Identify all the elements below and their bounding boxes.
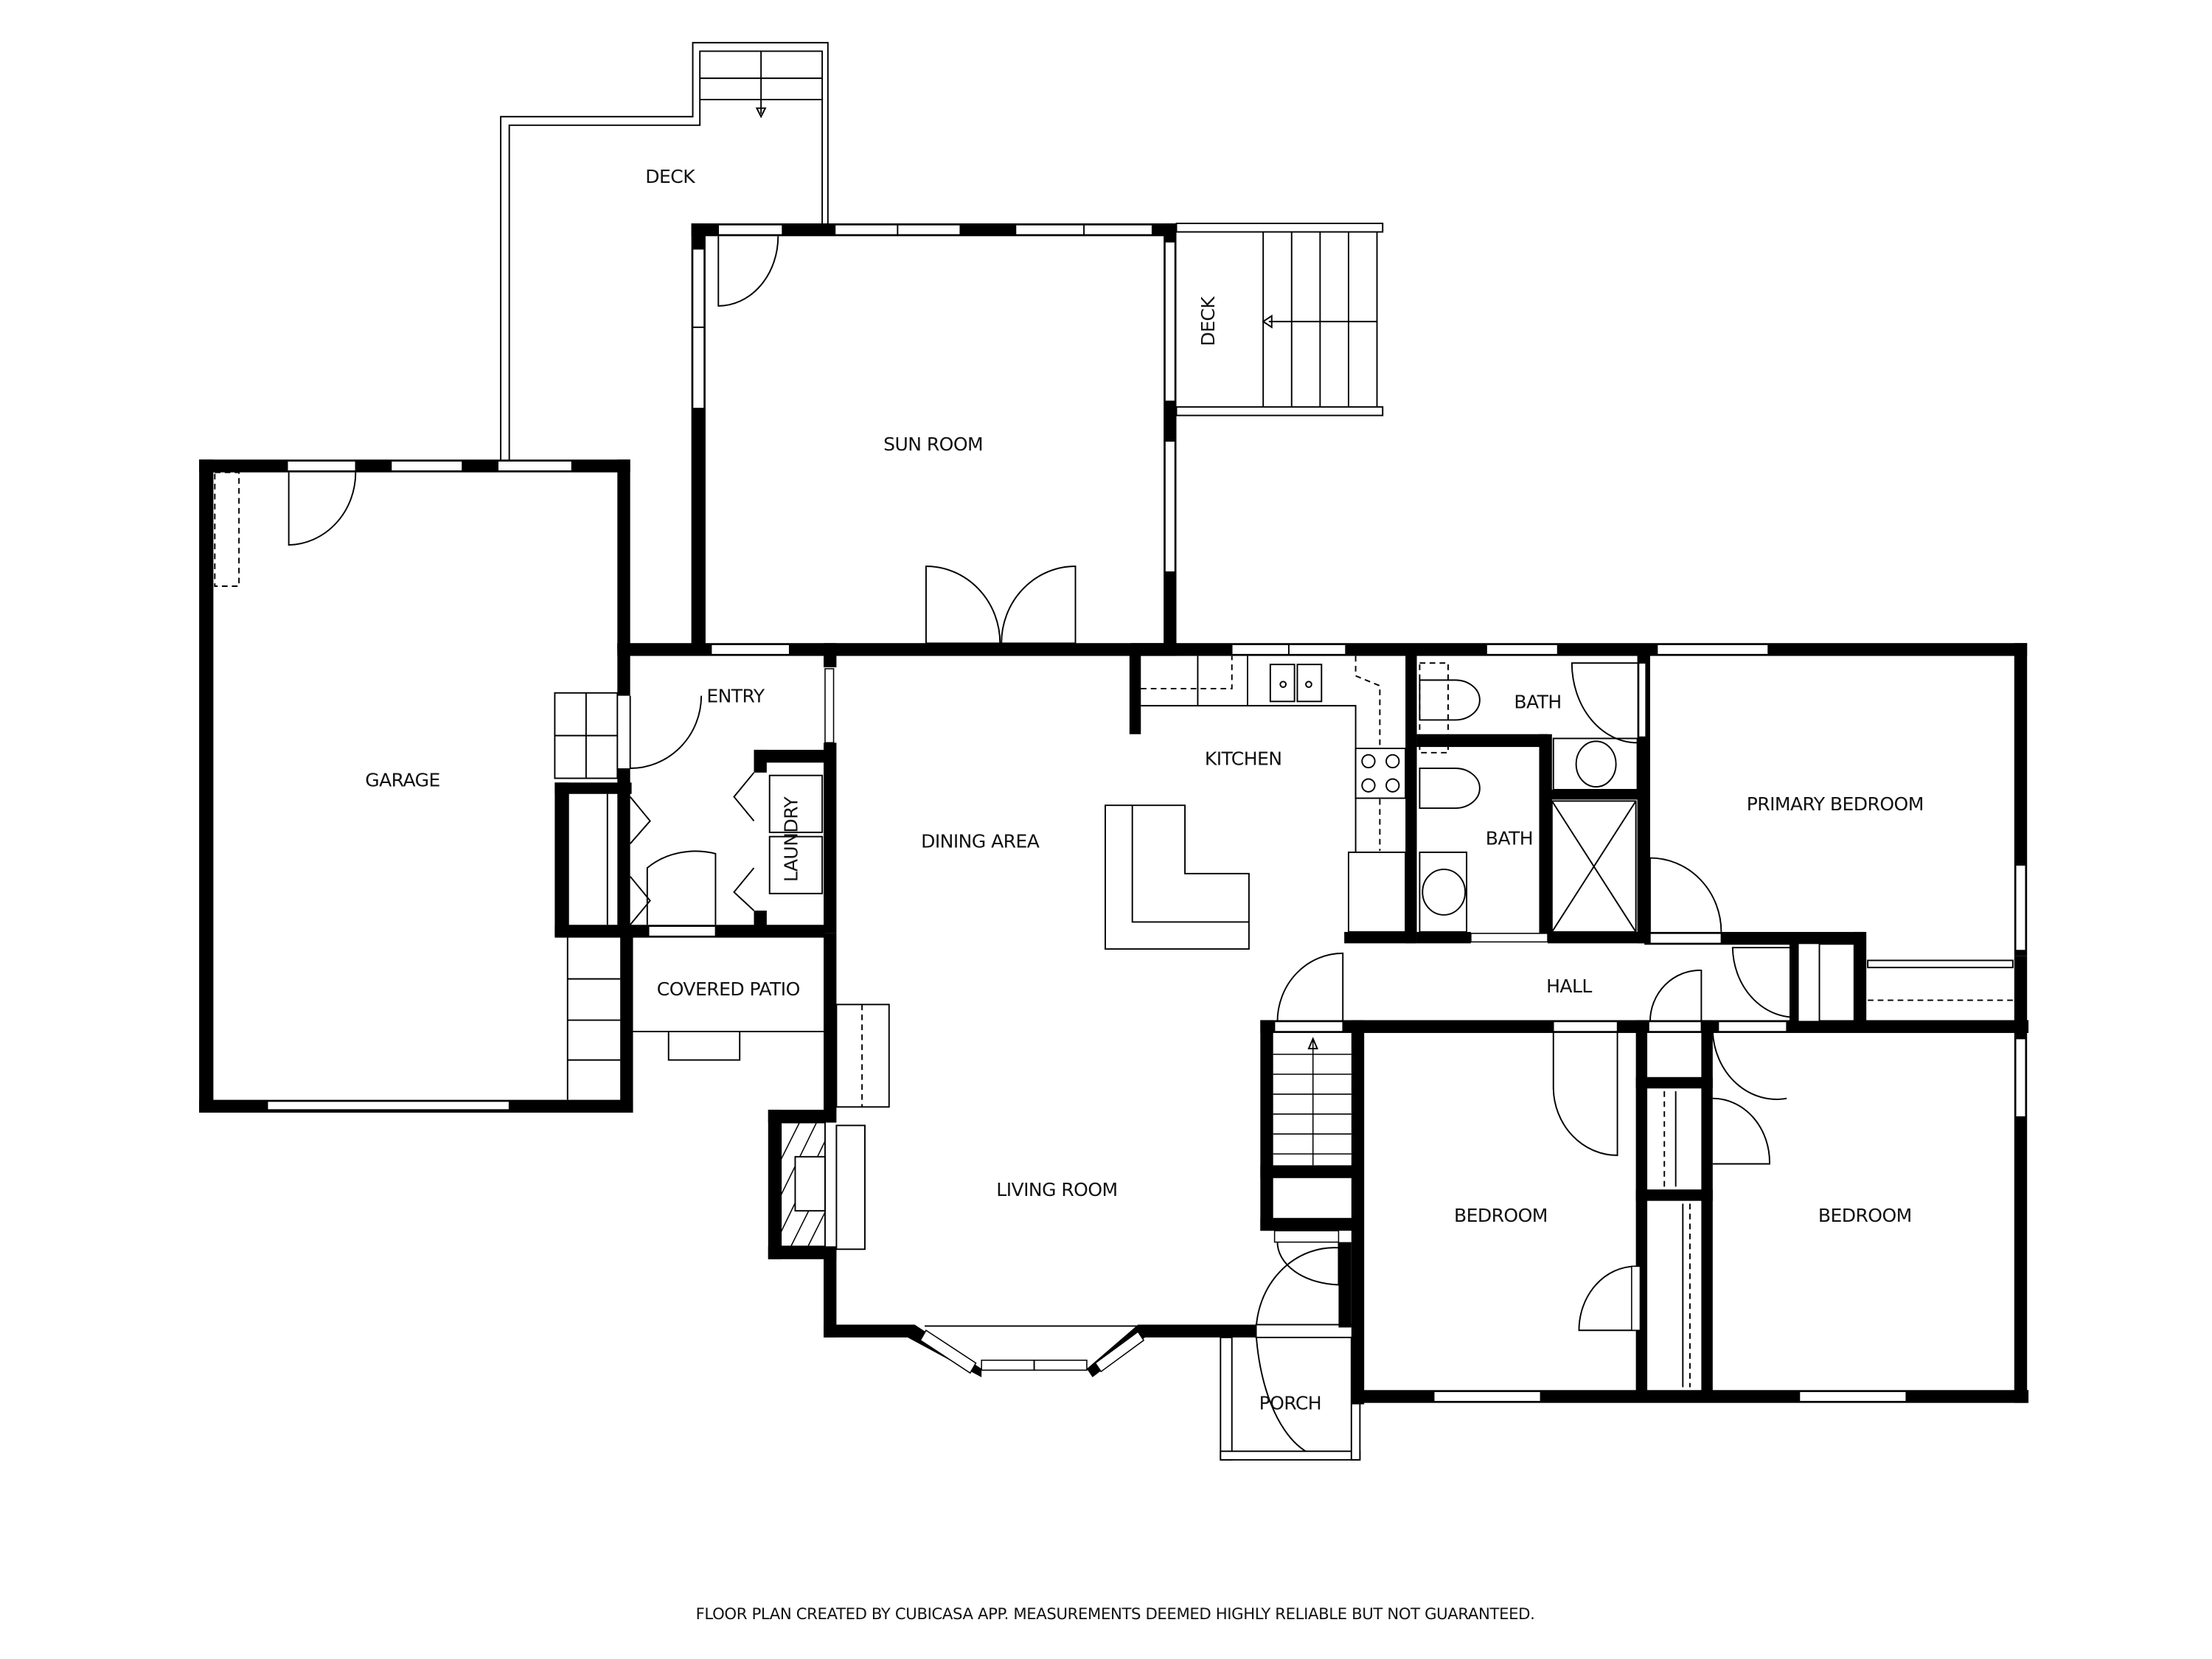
stair-arrow-icon — [1307, 1037, 1318, 1050]
room-label-bath-2: BATH — [1486, 828, 1533, 849]
garage: GARAGE — [199, 459, 825, 1113]
room-label-kitchen: KITCHEN — [1205, 748, 1282, 769]
stairs-porch: PORCH — [1220, 1020, 1361, 1461]
footer-disclaimer: FLOOR PLAN CREATED BY CUBICASA APP. MEAS… — [696, 1605, 1535, 1624]
room-label-dining-area: DINING AREA — [921, 830, 1040, 852]
bedrooms: BEDROOM BEDROOM — [1351, 1020, 2029, 1405]
door-swing — [717, 236, 779, 307]
room-label-porch: PORCH — [1259, 1393, 1322, 1414]
kitchen: KITCHEN — [1105, 643, 2028, 950]
dining-living: DINING AREA LIVING ROOM — [768, 830, 1259, 1377]
room-label-bath-1: BATH — [1514, 691, 1561, 712]
entry: LAUNDRY ENTRY — [617, 643, 1177, 937]
door-swing — [629, 695, 703, 769]
door-swing — [288, 472, 357, 546]
hall: HALL — [1260, 939, 2029, 1033]
sun-room: SUN ROOM — [691, 223, 1177, 655]
room-label-garage: GARAGE — [365, 769, 440, 790]
deck-side: DECK — [1175, 222, 1384, 417]
room-label-living-room: LIVING ROOM — [996, 1179, 1117, 1200]
room-label-hall: HALL — [1546, 975, 1592, 997]
baths: BATH BATH — [1416, 644, 1769, 944]
room-label-bedroom-2: BEDROOM — [1818, 1205, 1912, 1226]
stair-arrow-icon — [1262, 314, 1273, 329]
door-swing — [1649, 857, 1722, 932]
room-label-bedroom-1: BEDROOM — [1454, 1205, 1548, 1226]
room-label-deck-side: DECK — [1197, 296, 1219, 347]
stair-arrow-icon — [755, 107, 767, 119]
room-label-deck-top: DECK — [645, 166, 695, 187]
room-label-laundry: LAUNDRY — [781, 796, 802, 882]
covered-patio: COVERED PATIO — [633, 978, 824, 1061]
room-label-primary-bedroom: PRIMARY BEDROOM — [1747, 793, 1924, 815]
room-label-covered-patio: COVERED PATIO — [657, 978, 800, 1000]
primary-bedroom: PRIMARY BEDROOM — [1644, 643, 2028, 1403]
room-label-sun-room: SUN ROOM — [883, 434, 983, 455]
deck-top — [500, 41, 829, 463]
room-label-entry: ENTRY — [706, 686, 765, 707]
